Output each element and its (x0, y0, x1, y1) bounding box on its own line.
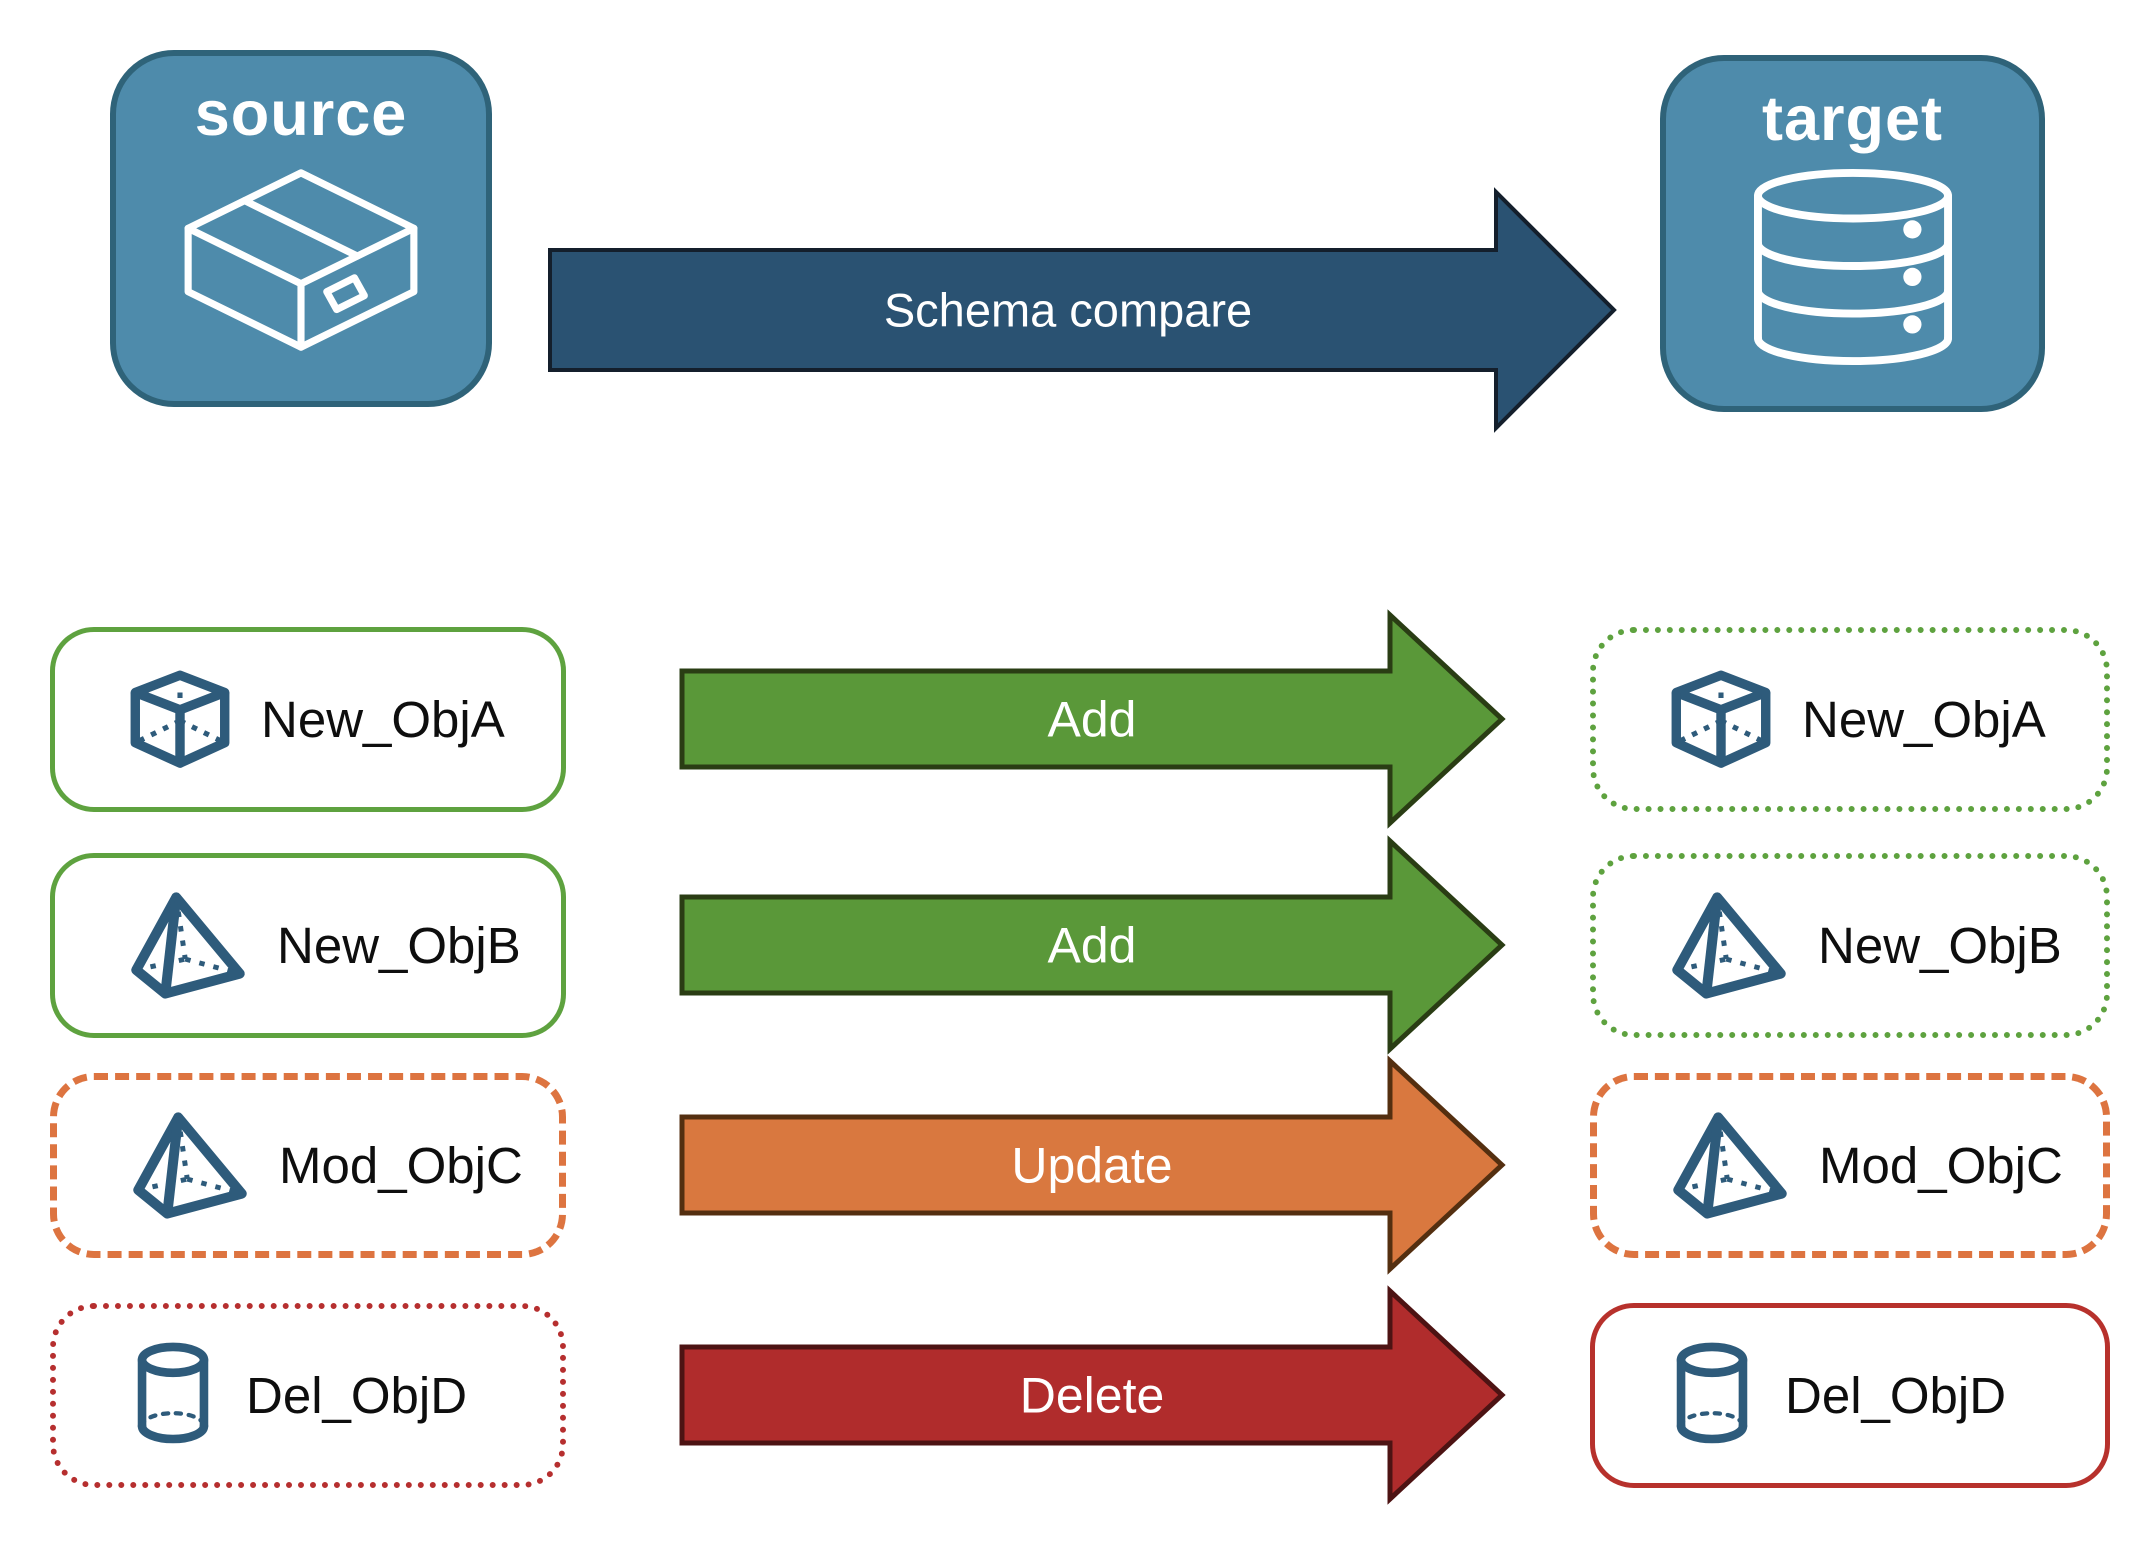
cube-icon (1670, 669, 1772, 771)
target-object-new-obja: New_ObjA (1590, 627, 2110, 812)
object-label: New_ObjB (277, 917, 521, 974)
pyramid-icon (1670, 890, 1788, 1001)
pyramid-icon (131, 1110, 249, 1221)
object-label: New_ObjA (1802, 691, 2046, 748)
update-arrow-row-3: Update (679, 1055, 1506, 1275)
object-label: New_ObjA (261, 691, 505, 748)
target-object-del-objd: Del_ObjD (1590, 1303, 2110, 1488)
source-label: source (194, 79, 408, 149)
source-object-new-obja: New_ObjA (50, 627, 566, 812)
source-object-mod-objc: Mod_ObjC (50, 1073, 566, 1258)
target-object-mod-objc: Mod_ObjC (1590, 1073, 2110, 1258)
target-node: target (1660, 55, 2045, 412)
schema-compare-arrow: Schema compare (548, 187, 1617, 433)
add-arrow-label: Add (1048, 918, 1137, 974)
delete-arrow-label: Delete (1020, 1368, 1165, 1424)
cylinder-icon (1669, 1340, 1755, 1452)
object-label: Mod_ObjC (279, 1137, 523, 1194)
add-arrow-row-1: Add (679, 609, 1506, 829)
cube-icon (129, 669, 231, 771)
source-object-del-objd: Del_ObjD (50, 1303, 566, 1488)
target-object-new-objb: New_ObjB (1590, 853, 2110, 1038)
object-label: Mod_ObjC (1819, 1137, 2063, 1194)
delete-arrow-row-4: Delete (679, 1285, 1506, 1505)
source-object-new-objb: New_ObjB (50, 853, 566, 1038)
schema-compare-arrow-label: Schema compare (884, 283, 1252, 336)
object-label: Del_ObjD (1785, 1367, 2007, 1424)
cylinder-icon (130, 1340, 216, 1452)
add-arrow-label: Add (1048, 692, 1137, 748)
update-arrow-label: Update (1011, 1138, 1172, 1194)
object-label: New_ObjB (1818, 917, 2062, 974)
pyramid-icon (129, 890, 247, 1001)
database-icon (1734, 168, 1972, 366)
package-icon (172, 161, 430, 359)
object-label: Del_ObjD (246, 1367, 468, 1424)
add-arrow-row-2: Add (679, 835, 1506, 1055)
target-label: target (1761, 84, 1944, 154)
pyramid-icon (1671, 1110, 1789, 1221)
source-node: source (110, 50, 492, 407)
